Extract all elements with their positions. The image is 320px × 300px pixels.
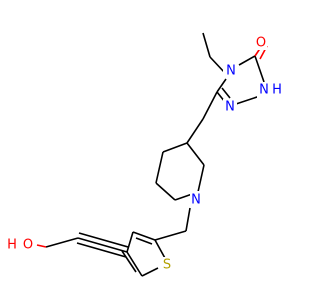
label-mask-n1h <box>257 82 285 98</box>
bond-n2-c3-b <box>221 87 231 99</box>
bond-c2-s <box>154 239 167 261</box>
bond-c5-c4-b <box>121 250 137 273</box>
bond-methylene-a <box>202 91 218 120</box>
bond-c3-n4 <box>216 78 227 93</box>
bond-pip-6 <box>162 142 188 153</box>
bond-c-o <box>36 244 47 248</box>
piperidine-nitrogen-label: N <box>191 193 201 208</box>
label-mask-hydroxyl <box>4 237 35 253</box>
bond-pip-1 <box>186 142 205 166</box>
label-mask-piperidine-n <box>190 191 203 207</box>
bond-n-ch2 <box>185 207 191 232</box>
label-mask-thiophene-s <box>161 257 173 273</box>
label-mask-n2 <box>223 99 237 115</box>
bond-c3-c2-a <box>132 231 156 241</box>
triazole-n2-label: N <box>225 100 235 115</box>
hydroxyl-hydrogen-label: H <box>7 238 17 253</box>
bond-c5-c4-a <box>126 251 143 277</box>
bond-alkyne-b <box>78 232 129 248</box>
carbonyl-oxygen-label: O <box>256 36 266 51</box>
bond-alkyne-a <box>77 237 128 253</box>
bond-n1-n2 <box>235 95 261 105</box>
bond-ch2-oh <box>45 237 79 248</box>
structure-diagram: O N N H N N S H O <box>4 32 285 277</box>
bond-n4-c5 <box>238 55 256 66</box>
label-mask-n4 <box>223 62 238 78</box>
hydroxyl-oxygen-label: O <box>23 238 33 253</box>
bond-pip-4 <box>155 182 176 201</box>
bond-s-c5 <box>141 267 159 277</box>
thiophene-sulfur-label: S <box>163 258 171 273</box>
triazole-n1-hydrogen-label: H <box>272 83 282 98</box>
label-mask-carbonyl-o <box>255 34 267 50</box>
atom-labels: O N N H N N S H O <box>4 34 285 273</box>
bond-c5-n1 <box>254 55 265 83</box>
bond-pip-2 <box>197 164 205 193</box>
bond-ethyl-ch3 <box>202 32 211 58</box>
bond-alkyne-c <box>76 242 127 258</box>
triazole-n4-label: N <box>226 64 236 79</box>
bond-pip-5 <box>155 151 164 184</box>
bond-c3-c2-b <box>135 237 153 245</box>
bond-ch2-thiophene <box>154 230 187 241</box>
bond-methylene-b <box>186 118 204 144</box>
bond-c4-c3 <box>126 231 134 253</box>
bond-ethyl-ch2 <box>209 56 226 74</box>
triazole-n1-label: N <box>259 83 269 98</box>
